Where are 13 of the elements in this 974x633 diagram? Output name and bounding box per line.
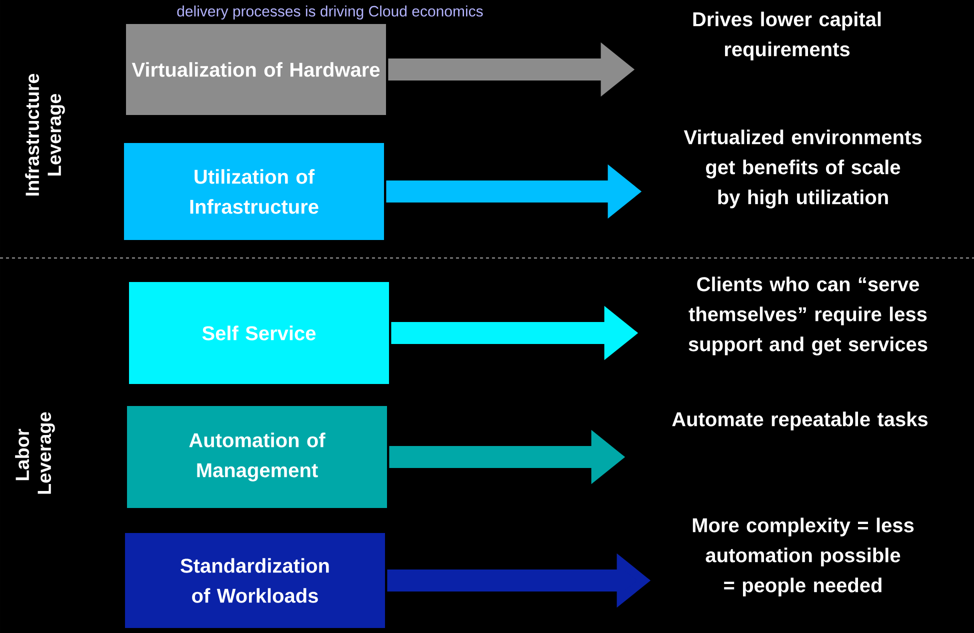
process-box: Standardization of Workloads — [125, 533, 385, 628]
process-box: Utilization of Infrastructure — [124, 143, 384, 240]
description-text: Virtualized environments get benefits of scale by high utilization — [684, 130, 922, 208]
process-box: Virtualization of Hardware — [126, 24, 386, 115]
side-label: Labor Leverage — [15, 412, 55, 494]
title: delivery processes is driving Cloud economics — [177, 6, 483, 20]
description-text: Drives lower capital requirements — [693, 12, 881, 60]
description-text: More complexity = less automation possible = people needed — [692, 518, 914, 596]
process-box: Self Service — [129, 282, 389, 384]
description-text: Automate repeatable tasks — [672, 412, 928, 430]
side-label: Infrastructure Leverage — [25, 74, 65, 196]
description-text: Clients who can “serve themselves” require less support and get services — [688, 276, 928, 356]
process-box: Automation of Management — [127, 406, 387, 508]
